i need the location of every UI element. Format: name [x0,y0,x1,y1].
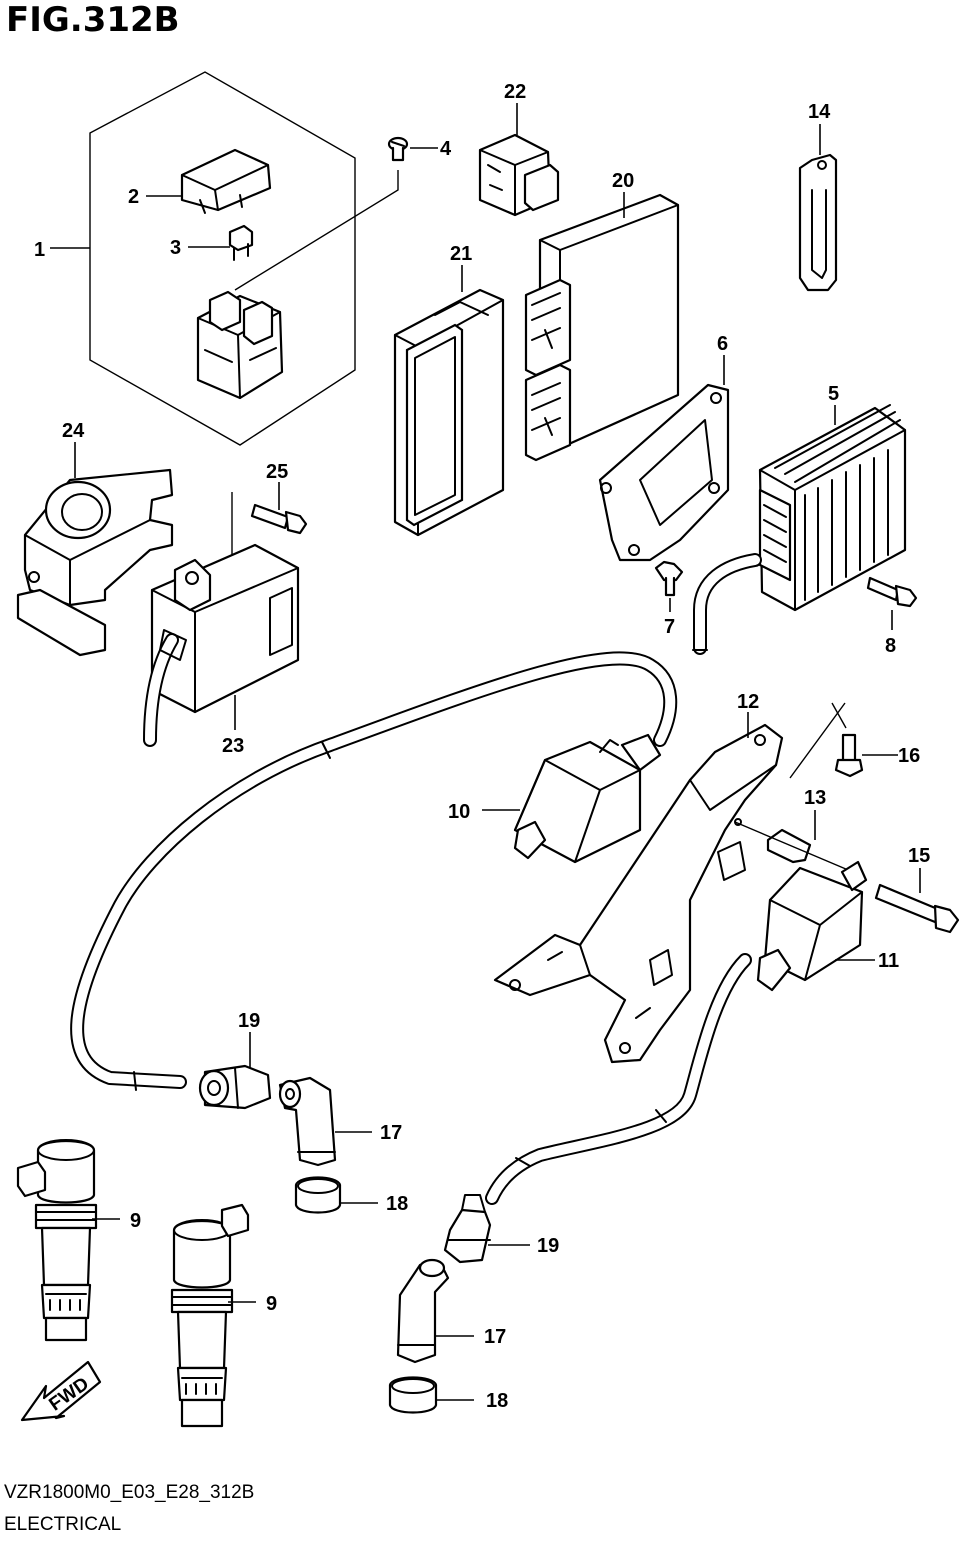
callout-2: 2 [128,186,139,208]
callout-5: 5 [828,383,839,405]
igniter-bracket [16,442,174,657]
relay-screw [387,136,409,162]
callout-19-front: 19 [238,1010,260,1032]
ignition-lead-front [70,651,678,1091]
plug-seal-rear [388,1376,474,1414]
starter-relay-assembly [50,71,438,446]
fuse [228,224,254,261]
callout-13: 13 [804,787,826,809]
section-name: ELECTRICAL [4,1514,122,1535]
bolt16-guide-line [831,702,847,729]
plug-seal-front [294,1176,378,1214]
callout-12: 12 [737,691,759,713]
callout-16: 16 [898,745,920,767]
ecm-unit [524,192,680,462]
screw-guide-line [234,170,399,291]
callout-10: 10 [448,801,470,823]
igniter-unit [143,543,300,747]
callout-9-left: 9 [130,1210,141,1232]
coil-bolt [874,868,960,934]
connector-22 [478,103,560,217]
callout-18-front: 18 [386,1193,408,1215]
callout-24: 24 [62,420,85,442]
callout-1: 1 [34,239,45,261]
callout-15: 15 [908,845,930,867]
relay-cover [180,148,272,214]
callout-4: 4 [440,138,452,160]
callout-19-rear: 19 [537,1235,559,1257]
coil-bracket [493,712,784,1064]
regulator-bracket [598,355,730,562]
callout-9-right: 9 [266,1293,277,1315]
ignition-coil-rear [756,860,875,992]
callout-18-rear: 18 [486,1390,508,1412]
callout-25: 25 [266,461,288,483]
cap-seal-front [198,1032,272,1110]
callout-20: 20 [612,170,634,192]
callout-8: 8 [885,635,896,657]
assembly-outline [89,71,356,446]
regulator-rectifier [692,404,907,655]
igniter-bolt [250,482,308,535]
bracket-bolt [654,560,684,612]
figure-title: FIG.312B [6,0,180,40]
ignition-coil-front [482,733,662,864]
callout-23: 23 [222,735,244,757]
callout-labels: 1 2 3 4 5 6 7 8 9 9 10 11 12 13 14 15 16… [34,81,930,1412]
ecm-cover [393,265,505,537]
stick-coil-right [170,1203,256,1428]
bracket-guide-line [789,702,846,779]
callout-21: 21 [450,243,472,265]
collar [766,810,816,864]
callout-3: 3 [170,237,181,259]
callout-14: 14 [808,101,831,123]
callout-6: 6 [717,333,728,355]
collar-guide-line [734,821,861,876]
cap-seal-rear [443,1194,530,1264]
callout-22: 22 [504,81,526,103]
regulator-bolt [866,576,918,630]
callout-17-front: 17 [380,1122,402,1144]
callout-17-rear: 17 [484,1326,506,1348]
callout-11: 11 [878,950,899,972]
diagram-code: VZR1800M0_E03_E28_312B [4,1482,255,1503]
callout-7: 7 [664,616,675,638]
stick-coil-left [16,1139,120,1342]
starter-relay [196,290,284,400]
bracket-bolt-16 [834,733,898,778]
forward-direction-arrow: FWD [20,1360,102,1422]
rubber-strap [798,124,838,292]
ignition-lead-rear [485,953,752,1205]
plug-cap-rear [396,1258,474,1364]
plug-cap-front [278,1076,372,1167]
